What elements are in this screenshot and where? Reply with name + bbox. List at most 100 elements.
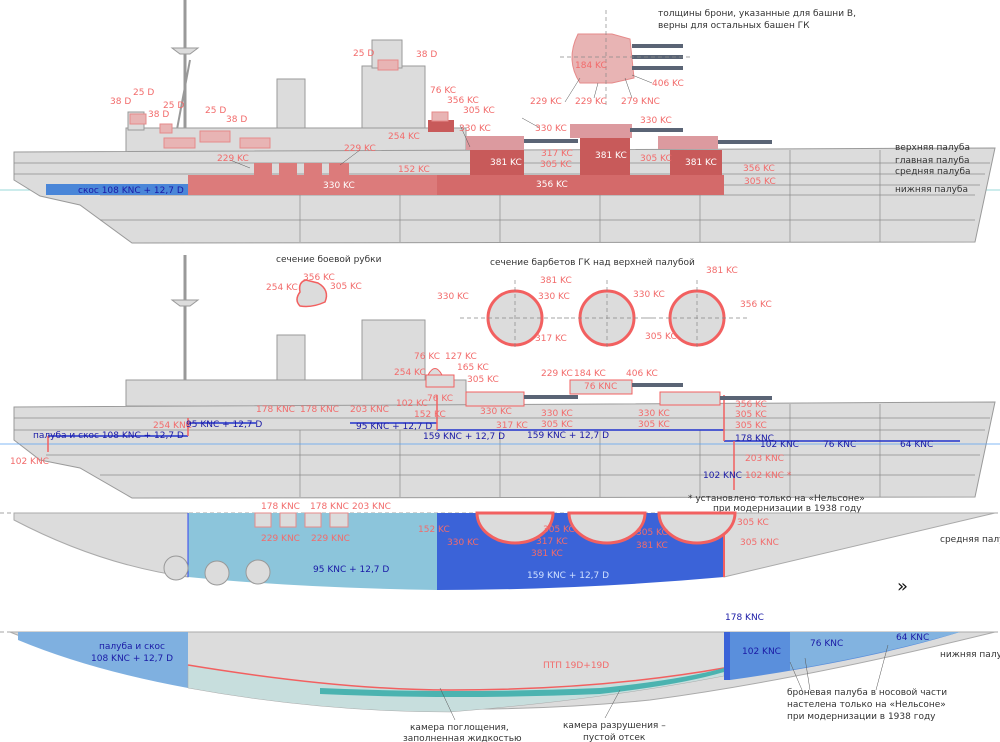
armor-label: 229 KC [575, 97, 607, 107]
armor-label: 305 KC [645, 332, 677, 342]
armor-label: 305 KC [467, 375, 499, 385]
profile-top: толщины брони, указанные для башни B, ве… [0, 0, 1000, 244]
armor-label: 330 KC [480, 407, 512, 417]
armor-label: 25 D [163, 101, 184, 111]
belt-main [437, 175, 724, 195]
armor-label: 330 KC [437, 292, 469, 302]
leader-lines [229, 74, 653, 169]
armor-label: 76 KC [430, 86, 456, 96]
armor-label: 203 KNC [352, 502, 391, 512]
next-arrow-icon[interactable]: » [897, 576, 908, 597]
armor-label: 254 KC [266, 283, 298, 293]
armor-label: 305 KC [463, 106, 495, 116]
armor-label: 356 KC [740, 300, 772, 310]
barbette-label: 381 KC [685, 158, 717, 168]
absorb-chamber-note: заполненная жидкостью [403, 734, 522, 742]
armor-label: 254 KC [394, 368, 426, 378]
deck-armor-label: 95 KNC + 12,7 D [356, 422, 432, 432]
armor-label: 406 KC [652, 79, 684, 89]
deck-armor-label: 102 KNC [703, 471, 742, 481]
armor-label: 305 KNC [740, 538, 779, 548]
deck-name: средняя палуба [940, 535, 1000, 545]
slope-armor [46, 184, 188, 195]
conning-tower [428, 120, 454, 132]
deck-armor-label: 108 KNC + 12,7 D [91, 654, 173, 664]
armor-label: 381 KC [706, 266, 738, 276]
armor-label: 330 KC [535, 124, 567, 134]
armor-label: 305 KC [540, 160, 572, 170]
turret-b-detail [560, 10, 690, 105]
deck-armor-label: палуба и скос [99, 642, 165, 652]
armor-label: 25 D [205, 106, 226, 116]
absorb-chamber-note: камера поглощения, [410, 723, 509, 733]
armor-label: 203 KNC [350, 405, 389, 415]
armor-label: 305 KC [638, 420, 670, 430]
deck-armor-label: 178 KNC [735, 434, 774, 444]
armor-label: 76 KC [414, 352, 440, 362]
armor-label: 229 KNC [261, 534, 300, 544]
armor-label: 178 KNC [261, 502, 300, 512]
belt-label: 356 KC [536, 180, 568, 190]
armor-label: 254 KC [388, 132, 420, 142]
profile-mid: 76 KC 127 KC 165 KC 254 KC 305 KC 102 KC… [0, 255, 1000, 514]
armor-label: 184 KC [574, 369, 606, 379]
armor-label: 76 KC [427, 394, 453, 404]
armor-label: 381 KC [540, 276, 572, 286]
armor-label: 305 KC [735, 410, 767, 420]
plan-middle-deck: 178 KNC 178 KNC 203 KNC 229 KNC 229 KNC … [0, 502, 1000, 597]
secondary-guns [129, 59, 399, 175]
armor-label: 305 KC [543, 525, 575, 535]
footnote: * установлено только на «Нельсоне» [688, 494, 865, 504]
deck-armor-label: 95 KNC + 12,7 D [313, 565, 389, 575]
hull-mid [13, 401, 996, 499]
armor-label: 38 D [416, 50, 437, 60]
armor-label: 317 KC [541, 149, 573, 159]
deck-label-middle: средняя палуба [895, 167, 971, 177]
deck-armor-label: палуба и скос 108 KNC + 12,7 D [33, 431, 184, 441]
barbette-label: 381 KC [595, 151, 627, 161]
armor-label: 330 KC [640, 116, 672, 126]
armor-label: 152 KC [418, 525, 450, 535]
deck-label-main: главная палуба [895, 156, 970, 166]
deck-armor-label: 64 KNC [896, 633, 929, 643]
armor-label: 38 D [110, 97, 131, 107]
destroy-chamber-note: камера разрушения – [563, 721, 666, 731]
bow-note: броневая палуба в носовой части [787, 688, 947, 698]
bow-note: при модернизации в 1938 году [787, 712, 936, 722]
deck-label-lower: нижняя палуба [895, 185, 968, 195]
armor-label: 229 KC [530, 97, 562, 107]
armor-label: 229 KC [217, 154, 249, 164]
armor-label: 305 KC [737, 518, 769, 528]
armor-label: 317 KC [535, 334, 567, 344]
bow-note: настелена только на «Нельсоне» [787, 700, 946, 710]
armor-label: 330 KC [633, 290, 665, 300]
armor-label: 317 KC [496, 421, 528, 431]
armor-label: 330 KC [541, 409, 573, 419]
armor-label: 102 KNC [10, 457, 49, 467]
armor-label: 229 KNC [311, 534, 350, 544]
armor-label: 152 KC [414, 410, 446, 420]
armor-label: 184 KC [575, 61, 607, 71]
armor-label: 356 KC [303, 273, 335, 283]
main-turrets-outline [425, 368, 772, 407]
deck-name: нижняя палуба [940, 650, 1000, 660]
armor-label: 178 KNC [256, 405, 295, 415]
armor-label: 229 KC [344, 144, 376, 154]
armor-label: 330 KC [638, 409, 670, 419]
deck-armor-label: 95 KNC + 12,7 D [186, 420, 262, 430]
barbette-label: 381 KC [490, 158, 522, 168]
deck-label-upper: верхняя палуба [895, 143, 970, 153]
deck-armor-label: 178 KNC [725, 613, 764, 623]
armor-label: 330 KC [447, 538, 479, 548]
armor-label: 102 KNC * [745, 471, 792, 481]
deck-armor-label: 102 KNC [742, 647, 781, 657]
armor-label: 317 KC [536, 537, 568, 547]
turret-note-line1: толщины брони, указанные для башни B, [658, 9, 856, 19]
armor-label: 203 KNC [745, 454, 784, 464]
armor-label: 229 KC [541, 369, 573, 379]
armor-label: 178 KNC [310, 502, 349, 512]
slope-label: скос 108 KNC + 12,7 D [78, 186, 184, 196]
torpedo-bulkhead-label: ПТП 19D+19D [543, 661, 609, 671]
armor-label: 356 KC [447, 96, 479, 106]
